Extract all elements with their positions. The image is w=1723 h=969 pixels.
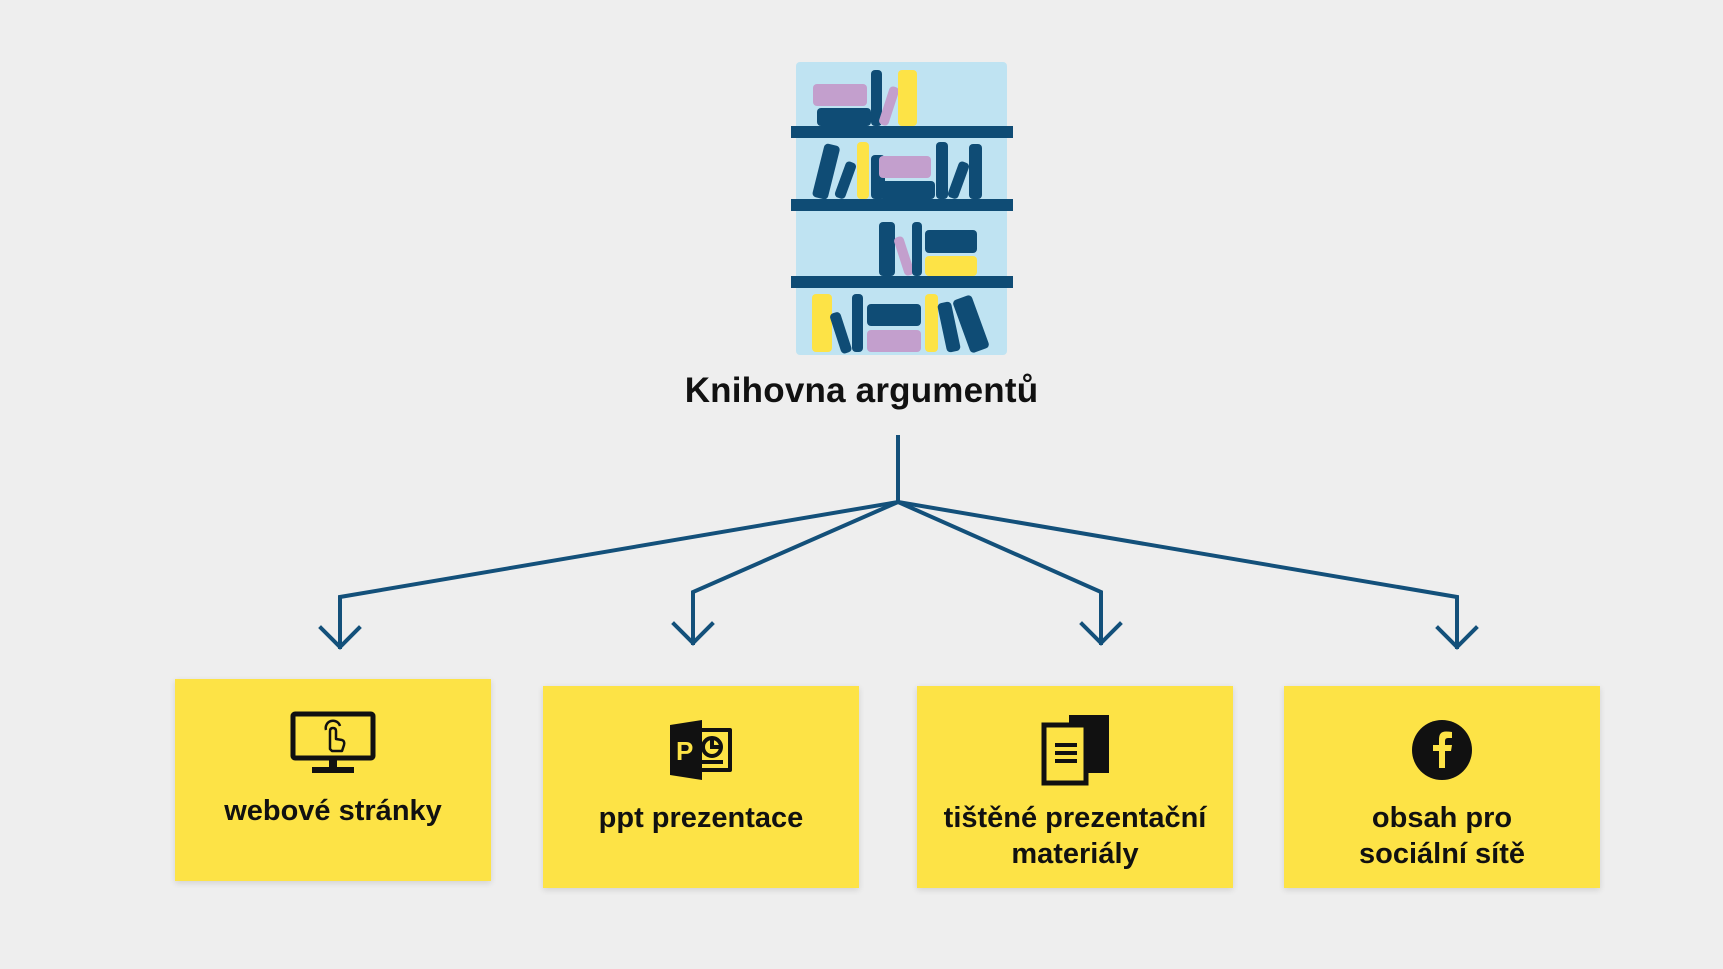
- book: [936, 142, 948, 199]
- book: [953, 295, 989, 353]
- book: [812, 143, 840, 200]
- book: [898, 70, 917, 126]
- book: [830, 312, 852, 354]
- card-label: webové stránky: [224, 795, 442, 827]
- book: [912, 222, 922, 276]
- book: [871, 70, 882, 126]
- book: [894, 236, 914, 276]
- card-label: tištěné prezentační materiály: [943, 802, 1207, 870]
- shelf-board-1: [791, 126, 1013, 138]
- shelf-board-3: [791, 276, 1013, 288]
- card-label: obsah pro sociální sítě: [1358, 802, 1525, 870]
- facebook-icon: [1410, 714, 1474, 786]
- svg-text:P: P: [676, 736, 693, 766]
- book: [947, 161, 970, 199]
- card-label: ppt prezentace: [598, 802, 804, 834]
- book: [867, 304, 921, 326]
- book: [969, 144, 982, 199]
- card-socialni-site: obsah pro sociální sítě: [1284, 686, 1600, 888]
- book: [834, 161, 857, 199]
- book: [879, 222, 895, 276]
- branch-line-3: [895, 499, 1103, 645]
- branch-line-2: [691, 499, 901, 645]
- card-tistene-materialy: tištěné prezentační materiály: [917, 686, 1233, 888]
- powerpoint-icon: P: [668, 714, 734, 786]
- book: [937, 301, 961, 353]
- diagram-title: Knihovna argumentů: [684, 371, 1039, 410]
- monitor-click-icon: [290, 707, 376, 779]
- arrowhead-1: [318, 625, 362, 650]
- book: [852, 294, 863, 352]
- branch-line-4: [895, 499, 1459, 649]
- book: [925, 230, 977, 253]
- book: [925, 294, 938, 352]
- book: [867, 330, 921, 352]
- book: [879, 86, 899, 126]
- card-webove-stranky: webové stránky: [175, 679, 491, 881]
- book: [857, 142, 869, 199]
- card-ppt-prezentace: P ppt prezentace: [543, 686, 859, 888]
- book: [812, 294, 832, 352]
- book: [925, 256, 977, 276]
- book: [879, 156, 931, 178]
- arrowhead-2: [671, 621, 715, 646]
- book: [813, 84, 867, 106]
- bookshelf-icon: [791, 62, 1013, 355]
- book: [879, 181, 935, 199]
- arrowhead-4: [1435, 625, 1479, 650]
- documents-icon: [1039, 714, 1111, 786]
- branch-line-1: [338, 499, 901, 649]
- book: [817, 108, 871, 126]
- arrowhead-3: [1079, 621, 1123, 646]
- shelf-board-2: [791, 199, 1013, 211]
